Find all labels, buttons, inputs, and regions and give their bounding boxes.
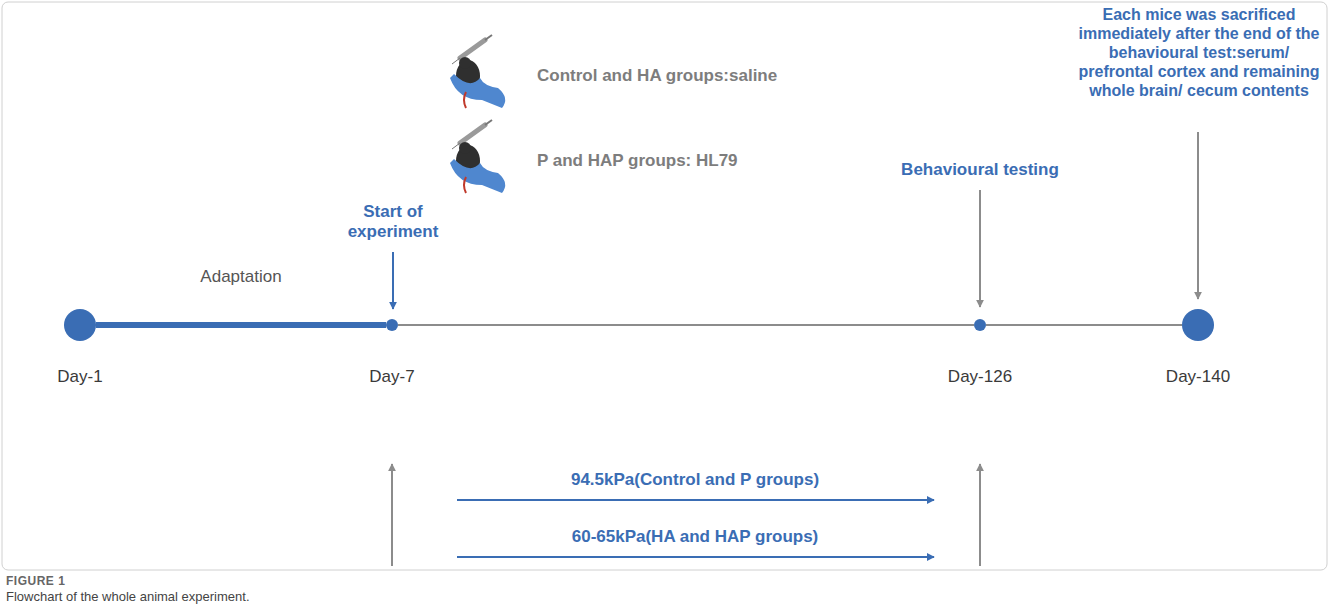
timeline-segment [96, 322, 386, 328]
leader-arrow [1197, 132, 1199, 299]
event-label: Behavioural testing [885, 160, 1075, 180]
injection-icon [450, 35, 505, 108]
condition-label: 94.5kPa(Control and P groups) [505, 470, 885, 490]
event-label: Start of experiment [333, 202, 453, 243]
leader-arrow [391, 464, 393, 566]
group-label: Control and HA groups:saline [537, 66, 867, 86]
day-label: Day-7 [332, 367, 452, 387]
timeline-point: Day-126 [974, 319, 986, 331]
day-label: Day-1 [20, 367, 140, 387]
timeline-point: Day-7 [386, 319, 398, 331]
day-label: Day-140 [1138, 367, 1258, 387]
leader-arrow [392, 252, 394, 309]
timeline-point: Day-1 [64, 309, 96, 341]
condition-label: 60-65kPa(HA and HAP groups) [505, 527, 885, 547]
event-note: Each mice was sacrificed immediately aft… [1072, 6, 1326, 100]
timeline-segment [986, 324, 1182, 326]
edge-label: Adaptation [197, 267, 284, 287]
figure-frame [2, 2, 1327, 570]
period-arrow [457, 499, 934, 501]
leader-arrow [979, 190, 981, 307]
leader-arrow [979, 464, 981, 566]
day-label: Day-126 [920, 367, 1040, 387]
period-arrow [457, 556, 934, 558]
figure-caption: Flowchart of the whole animal experiment… [6, 589, 706, 605]
group-label: P and HAP groups: HL79 [537, 151, 867, 171]
figure-number: FIGURE 1 [6, 574, 206, 588]
injection-icon [450, 120, 505, 193]
timeline-point: Day-140 [1182, 309, 1214, 341]
timeline-segment [398, 324, 974, 326]
